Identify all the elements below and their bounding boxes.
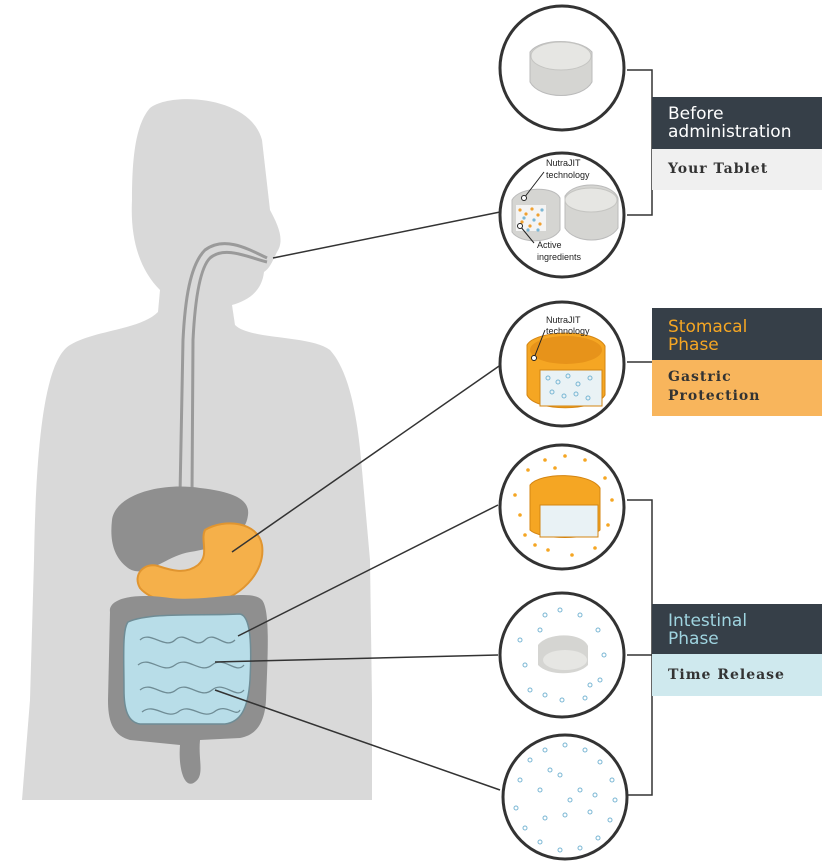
phase-intestinal: Intestinal Phase Time Release [652,604,822,696]
circle-tablet-dissolving [498,591,626,719]
circle-tablet-section: NutraJIT technology Active ingredients [498,151,626,279]
phase-before-administration: Before administration Your Tablet [652,97,822,190]
callout-active-a: Active [537,240,562,250]
phase-header: Intestinal Phase [652,604,822,654]
phase-header: Stomacal Phase [652,308,822,360]
callout-nutrajit-1b: technology [546,170,590,180]
circle-coating-release [498,443,626,571]
phase-header: Before administration [652,97,822,149]
phase-title-line2: administration [668,122,792,142]
intestine-coils [137,636,245,715]
circle-coated-tablet: NutraJIT technology [498,300,626,428]
callout-nutrajit-1a: NutraJIT [546,158,581,168]
phase-title-line1: Intestinal [668,611,748,631]
phase-subtitle: Gastric Protection [652,360,822,416]
phase-title-line2: Phase [668,335,719,355]
callout-nutrajit-2b: technology [546,326,590,336]
phase-title-line1: Stomacal [668,317,748,337]
phase-subtitle-line2: Protection [668,388,761,404]
phase-title-line1: Before [668,104,724,124]
phase-subtitle: Time Release [652,654,822,696]
phase-subtitle-line1: Gastric [668,369,732,385]
phase-stomacal: Stomacal Phase Gastric Protection [652,308,822,416]
callout-active-b: ingredients [537,252,582,262]
circle-tablet [498,4,626,132]
body-silhouette [22,99,372,801]
stomach [136,522,264,607]
callout-nutrajit-2a: NutraJIT [546,315,581,325]
phase-subtitle: Your Tablet [652,149,822,190]
liver [111,486,249,572]
small-intestine [122,613,252,725]
phase-title-line2: Phase [668,629,719,649]
circle-fully-released [501,733,629,861]
